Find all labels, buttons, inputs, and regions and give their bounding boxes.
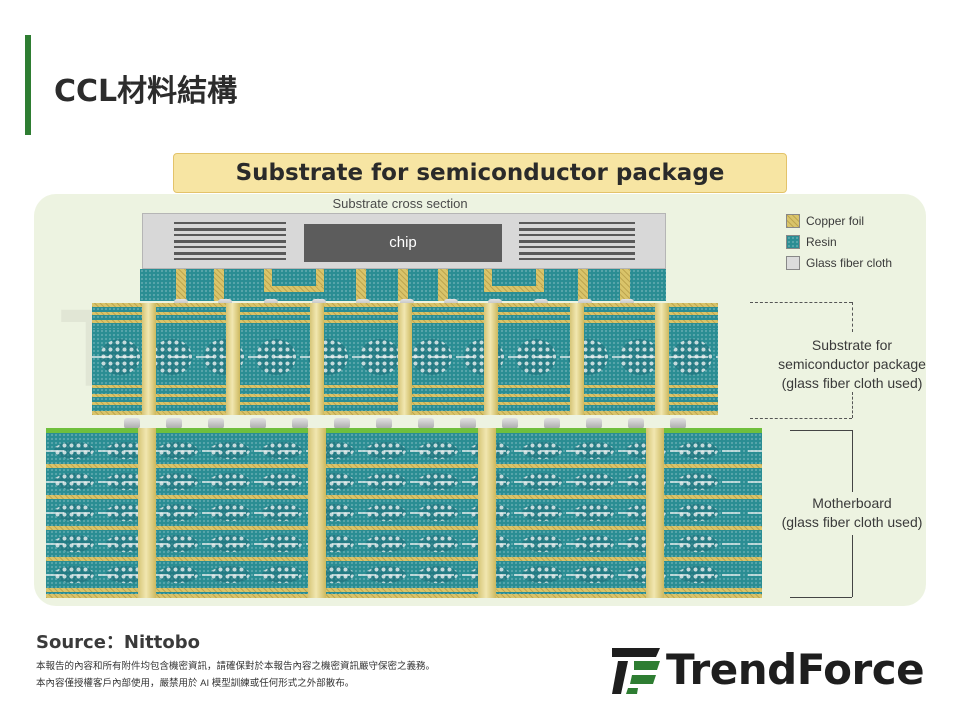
copper-foil-layer: [46, 495, 762, 499]
plated-via: [138, 428, 156, 598]
package-label: Substrate for semiconductor package (gla…: [776, 336, 928, 393]
copper-foil-layer: [46, 464, 762, 468]
plated-via: [310, 303, 324, 415]
wiring-line: [519, 252, 635, 255]
package-bracket-lower: [852, 392, 853, 418]
trendforce-logo-text: TrendForce: [666, 645, 925, 694]
copper-foil-layer: [46, 526, 762, 530]
wiring-line: [174, 246, 286, 248]
resin-layer: [46, 592, 762, 594]
wiring-line: [519, 222, 635, 224]
solder-bump: [544, 418, 560, 429]
legend-label-glass: Glass fiber cloth: [806, 256, 893, 270]
package-label-line1: Substrate for: [811, 337, 893, 353]
motherboard-bracket-upper: [852, 430, 853, 492]
motherboard-bracket-bottom: [790, 597, 852, 598]
copper-trace: [264, 269, 272, 291]
plated-via: [226, 303, 240, 415]
glass-fiber-thread: [46, 511, 762, 514]
glass-fiber-thread: [46, 573, 762, 576]
legend-label-resin: Resin: [806, 235, 837, 249]
cross-section-label: Substrate cross section: [332, 196, 468, 211]
motherboard-bracket-lower: [852, 535, 853, 597]
solder-bump: [418, 418, 434, 429]
copper-pad: [438, 269, 448, 301]
solder-bump: [502, 418, 518, 429]
source-label: Source：Nittobo: [36, 632, 200, 653]
chip: chip: [304, 224, 502, 262]
trendforce-logo-icon: [612, 648, 660, 694]
plated-via: [484, 303, 498, 415]
package-bracket-upper: [852, 302, 853, 332]
plated-via: [655, 303, 669, 415]
motherboard-label-line2: (glass fiber cloth used): [781, 514, 923, 530]
disclaimer-line-1: 本報告的內容和所有附件均包含機密資訊，請確保對於本報告內容之機密資訊嚴守保密之義…: [36, 661, 436, 672]
plated-via: [646, 428, 664, 598]
solder-bump: [166, 418, 182, 429]
wiring-line: [174, 258, 286, 260]
copper-trace: [536, 269, 544, 291]
copper-foil-swatch: [786, 214, 800, 228]
plated-via: [398, 303, 412, 415]
package-label-line2: semiconductor package: [778, 356, 926, 372]
package-bracket-bottom: [750, 418, 852, 419]
legend-label-copper: Copper foil: [806, 214, 865, 228]
diagram-banner: Substrate for semiconductor package: [173, 153, 787, 193]
wiring-line: [174, 252, 286, 255]
solder-bump: [628, 418, 644, 429]
plated-via: [142, 303, 156, 415]
wiring-line: [174, 222, 286, 224]
motherboard-label: Motherboard (glass fiber cloth used): [776, 494, 928, 532]
plated-via: [478, 428, 496, 598]
disclaimer-line-2: 本內容僅授權客戶內部使用，嚴禁用於 AI 模型訓練或任何形式之外部散布。: [36, 678, 355, 689]
solder-bump: [292, 418, 308, 429]
copper-pad: [214, 269, 224, 301]
page-title: CCL材料結構: [54, 74, 238, 109]
wiring-line: [174, 240, 286, 243]
copper-trace: [264, 286, 324, 292]
solder-mask-layer: [46, 428, 762, 433]
plated-via: [308, 428, 326, 598]
copper-pad: [398, 269, 408, 301]
package-label-line3: (glass fiber cloth used): [781, 375, 923, 391]
solder-bump: [250, 418, 266, 429]
wiring-line: [519, 240, 635, 243]
resin-swatch: [786, 235, 800, 249]
copper-pad: [356, 269, 366, 301]
solder-bump: [586, 418, 602, 429]
wiring-line: [519, 258, 635, 260]
glass-fiber-thread: [46, 542, 762, 545]
solder-bump: [376, 418, 392, 429]
wiring-line: [519, 228, 635, 231]
glass-fiber-thread: [46, 480, 762, 483]
copper-pad: [620, 269, 630, 301]
glass-fiber-thread: [46, 449, 762, 452]
copper-pad: [176, 269, 186, 301]
package-bracket-top: [750, 302, 852, 303]
solder-bump: [460, 418, 476, 429]
copper-trace: [484, 269, 492, 291]
copper-trace: [484, 286, 544, 292]
plated-via: [570, 303, 584, 415]
solder-bump: [208, 418, 224, 429]
solder-bump: [670, 418, 686, 429]
copper-trace: [316, 269, 324, 291]
copper-foil-layer: [46, 594, 762, 598]
motherboard-bracket-top: [790, 430, 852, 431]
wiring-line: [519, 234, 635, 236]
solder-bump: [334, 418, 350, 429]
wiring-line: [174, 234, 286, 236]
motherboard-label-line1: Motherboard: [812, 495, 892, 511]
solder-bump: [124, 418, 140, 429]
wiring-line: [174, 228, 286, 231]
title-accent-bar: [25, 35, 31, 135]
copper-pad: [578, 269, 588, 301]
resin-layer: [46, 433, 762, 437]
wiring-line: [519, 246, 635, 248]
glass-fiber-swatch: [786, 256, 800, 270]
copper-foil-layer: [46, 588, 762, 592]
copper-foil-layer: [46, 557, 762, 561]
